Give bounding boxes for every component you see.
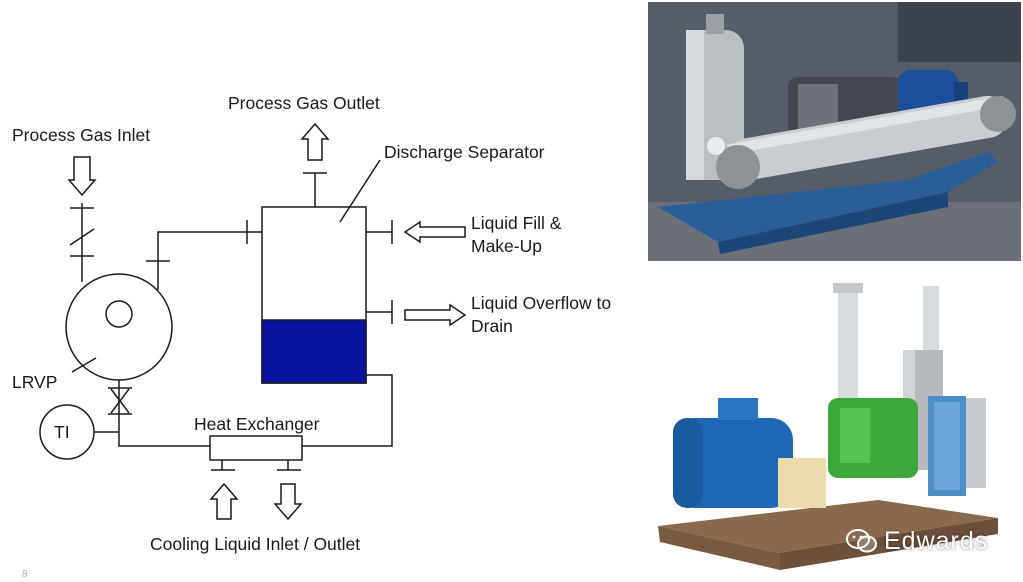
label-cooling-liquid: Cooling Liquid Inlet / Outlet [150, 534, 360, 554]
label-liquid-fill-1: Liquid Fill & [471, 213, 562, 233]
lrvp-skid-photo-top [648, 2, 1021, 261]
page-number: 8 [22, 569, 28, 580]
liquid-overflow-arrow [404, 303, 467, 327]
label-lrvp: LRVP [12, 372, 57, 392]
label-discharge-separator: Discharge Separator [384, 142, 545, 162]
process-gas-inlet-arrow [67, 156, 97, 197]
label-ti: TI [54, 422, 70, 442]
label-liquid-fill-2: Make-Up [471, 236, 542, 256]
edwards-watermark: Edwards [846, 527, 988, 555]
inlet-check-valve [69, 228, 95, 246]
lrvp-package-photo-bottom [648, 278, 1021, 580]
lrvp-leader [71, 357, 97, 373]
temperature-indicator [39, 404, 95, 460]
separator-liquid-level [261, 319, 367, 384]
separator-leader [339, 159, 381, 223]
label-process-gas-outlet: Process Gas Outlet [228, 93, 380, 113]
label-heat-exchanger: Heat Exchanger [194, 414, 320, 434]
watermark-text: Edwards [884, 526, 989, 555]
lrvp-impeller [105, 300, 133, 328]
label-process-gas-inlet: Process Gas Inlet [12, 125, 150, 145]
label-liquid-overflow-2: Drain [471, 316, 513, 336]
process-gas-outlet-arrow [300, 122, 330, 161]
lrvp-system-diagram: Process Gas Outlet Process Gas Inlet Dis… [12, 93, 611, 554]
pump-supply-valve [110, 388, 130, 414]
heat-exchanger [209, 435, 303, 461]
cooling-liquid-outlet-arrow [273, 483, 303, 521]
pump-discharge-pipe [157, 231, 262, 290]
exchanger-to-pump-pipe [118, 380, 210, 447]
separator-return-pipe [302, 374, 393, 447]
wechat-icon [846, 529, 877, 553]
liquid-fill-arrow [403, 220, 466, 244]
label-liquid-overflow-1: Liquid Overflow to [471, 293, 611, 313]
cooling-liquid-inlet-arrow [209, 482, 239, 520]
